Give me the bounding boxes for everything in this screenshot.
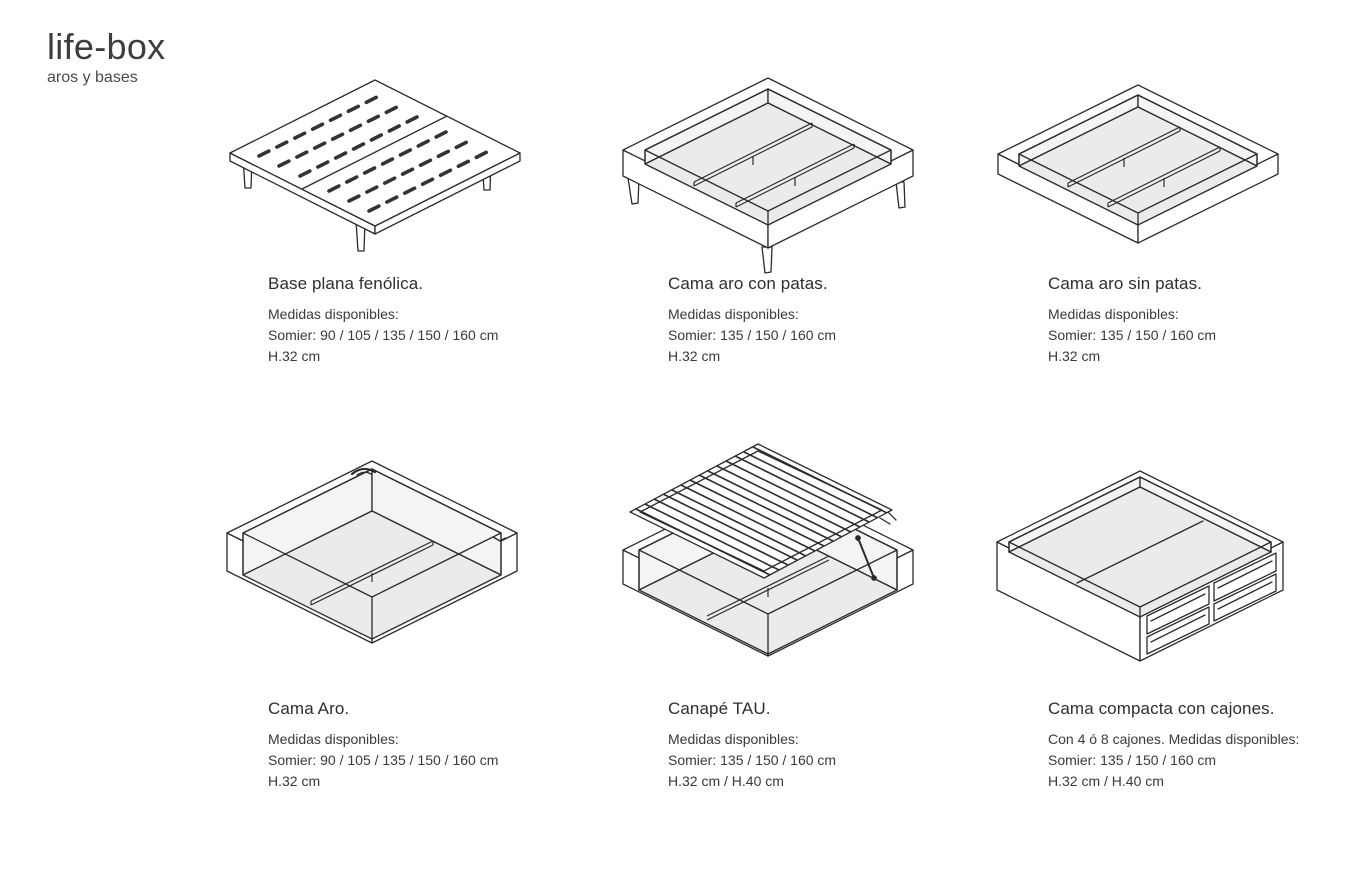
product-name: Canapé TAU.: [668, 699, 771, 718]
product-detail-line: Medidas disponibles:: [268, 306, 399, 322]
product-detail-line: Medidas disponibles:: [668, 731, 799, 747]
product-name: Base plana fenólica.: [268, 274, 424, 293]
cama-aro-sin-patas-illustration: [997, 84, 1279, 244]
product-card-cama-compacta: Cama compacta con cajones. Con 4 ó 8 caj…: [985, 442, 1315, 832]
product-name: Cama aro con patas.: [668, 274, 828, 293]
cama-aro-illustration: [226, 460, 518, 644]
cama-compacta-con-cajones-illustration: [996, 470, 1284, 662]
product-detail-line: Con 4 ó 8 cajones. Medidas disponibles:: [1048, 731, 1300, 747]
canape-tau-illustration: [622, 443, 914, 657]
product-detail-line: Medidas disponibles:: [268, 731, 399, 747]
product-detail-line: H.32 cm / H.40 cm: [668, 773, 784, 789]
product-card-cama-aro-con-patas: Cama aro con patas. Medidas disponibles:…: [608, 42, 943, 422]
product-detail-line: Medidas disponibles:: [668, 306, 799, 322]
product-detail-line: H.32 cm: [268, 348, 321, 364]
product-card-base-plana: Base plana fenólica. Medidas disponibles…: [215, 48, 550, 428]
product-detail-line: Somier: 135 / 150 / 160 cm: [1048, 327, 1217, 343]
product-detail-line: H.32 cm: [668, 348, 721, 364]
product-caption: Base plana fenólica. Medidas disponibles…: [268, 274, 498, 367]
product-card-cama-aro: Cama Aro. Medidas disponibles: Somier: 9…: [212, 438, 547, 828]
brand-title: life-box: [47, 26, 166, 67]
product-detail-line: Somier: 135 / 150 / 160 cm: [668, 752, 837, 768]
brand-subtitle: aros y bases: [47, 68, 138, 86]
product-detail-line: Somier: 90 / 105 / 135 / 150 / 160 cm: [268, 327, 499, 343]
product-name: Cama compacta con cajones.: [1048, 699, 1275, 718]
product-card-canape-tau: Canapé TAU. Medidas disponibles: Somier:…: [608, 430, 943, 830]
base-plana-fenolica-illustration: [229, 79, 521, 252]
product-caption: Cama compacta con cajones. Con 4 ó 8 caj…: [1048, 699, 1299, 792]
product-caption: Canapé TAU. Medidas disponibles: Somier:…: [668, 699, 836, 792]
product-card-cama-aro-sin-patas: Cama aro sin patas. Medidas disponibles:…: [985, 52, 1305, 422]
brand-block: life-box aros y bases: [47, 28, 165, 87]
product-caption: Cama Aro. Medidas disponibles: Somier: 9…: [268, 699, 498, 792]
product-caption: Cama aro sin patas. Medidas disponibles:…: [1048, 274, 1216, 367]
product-caption: Cama aro con patas. Medidas disponibles:…: [668, 274, 836, 367]
product-detail-line: H.32 cm / H.40 cm: [1048, 773, 1164, 789]
product-detail-line: Somier: 135 / 150 / 160 cm: [668, 327, 837, 343]
product-detail-line: Somier: 135 / 150 / 160 cm: [1048, 752, 1217, 768]
product-name: Cama Aro.: [268, 699, 350, 718]
product-name: Cama aro sin patas.: [1048, 274, 1203, 293]
product-detail-line: H.32 cm: [1048, 348, 1101, 364]
product-detail-line: Medidas disponibles:: [1048, 306, 1179, 322]
product-detail-line: Somier: 90 / 105 / 135 / 150 / 160 cm: [268, 752, 499, 768]
product-detail-line: H.32 cm: [268, 773, 321, 789]
cama-aro-con-patas-illustration: [622, 77, 914, 274]
